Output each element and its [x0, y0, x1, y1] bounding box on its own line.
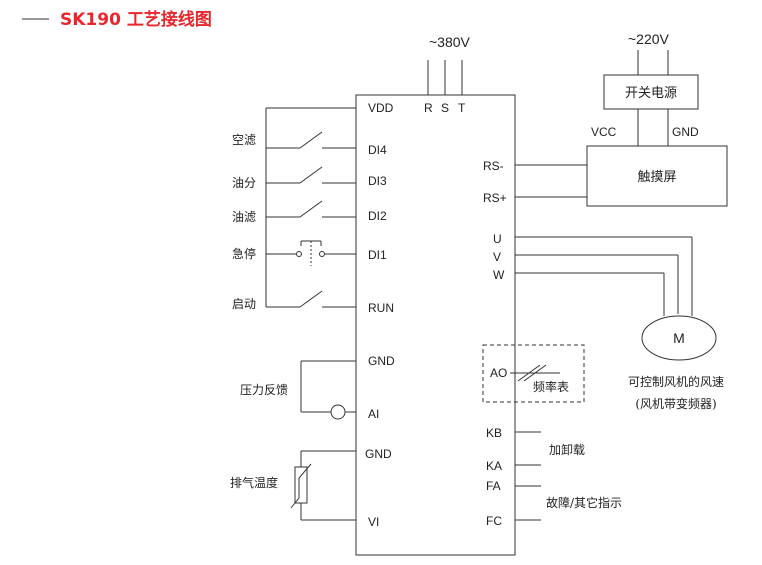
- ao-meter-box: [482, 344, 585, 403]
- pressure-sensor-icon: [330, 404, 346, 420]
- inverter-box: [355, 94, 516, 556]
- relay-fault-indicator: 故障/其它指示: [546, 495, 622, 510]
- gnd-label: GND: [672, 125, 699, 139]
- phase-t: T: [458, 101, 466, 115]
- vcc-label: VCC: [591, 125, 617, 139]
- terminal-run: RUN: [368, 301, 394, 315]
- terminal-di2: DI2: [368, 209, 387, 223]
- terminal-gnd-1: GND: [368, 354, 395, 368]
- terminal-rs-plus: RS+: [483, 191, 507, 205]
- fan-caption-1: 可控制风机的风速: [628, 374, 724, 389]
- terminal-v: V: [493, 250, 501, 264]
- phase-s: S: [441, 101, 449, 115]
- switch-run: [299, 290, 323, 308]
- switch-di3: [299, 166, 323, 184]
- main-supply-label: ~380V: [429, 34, 471, 50]
- motor-icon: [641, 315, 717, 361]
- terminal-vi: VI: [368, 515, 379, 529]
- input-oil-filter: 油滤: [232, 210, 256, 224]
- fan-caption-2: (风机带变频器): [635, 396, 716, 411]
- switch-power-box: [603, 74, 699, 110]
- input-exhaust-temp: 排气温度: [230, 475, 278, 490]
- diagram-title: SK190 工艺接线图: [60, 9, 212, 30]
- phase-r: R: [424, 101, 433, 115]
- touchscreen-box: [586, 145, 728, 207]
- terminal-u: U: [493, 232, 502, 246]
- terminal-fa: FA: [486, 479, 501, 493]
- terminal-ai: AI: [368, 407, 379, 421]
- thermistor-icon: [294, 466, 308, 504]
- terminal-kb: KB: [486, 426, 502, 440]
- touchscreen-label: 触摸屏: [637, 170, 676, 185]
- switch-di2: [299, 200, 323, 218]
- terminal-di3: DI3: [368, 174, 387, 188]
- terminal-fc: FC: [486, 514, 502, 528]
- terminal-vdd: VDD: [368, 101, 394, 115]
- input-emergency-stop: 急停: [232, 246, 256, 261]
- switch-power-label: 开关电源: [625, 86, 677, 101]
- frequency-meter-label: 频率表: [533, 379, 569, 394]
- terminal-w: W: [493, 268, 505, 282]
- input-start: 启动: [232, 297, 256, 311]
- terminal-ka: KA: [486, 459, 502, 473]
- aux-supply-label: ~220V: [628, 31, 670, 47]
- input-oil-separator: 油分: [232, 176, 256, 190]
- terminal-rs-minus: RS-: [483, 159, 504, 173]
- terminal-gnd-2: GND: [365, 447, 392, 461]
- terminal-ao: AO: [490, 366, 507, 380]
- frequency-meter-icon: [517, 364, 541, 382]
- terminal-di1: DI1: [368, 248, 387, 262]
- relay-load-unload: 加卸载: [549, 442, 585, 457]
- motor-label: M: [673, 330, 685, 346]
- input-air-filter: 空滤: [232, 133, 256, 147]
- terminal-di4: DI4: [368, 143, 387, 157]
- switch-di4: [299, 131, 323, 149]
- input-pressure-feedback: 压力反馈: [240, 383, 288, 397]
